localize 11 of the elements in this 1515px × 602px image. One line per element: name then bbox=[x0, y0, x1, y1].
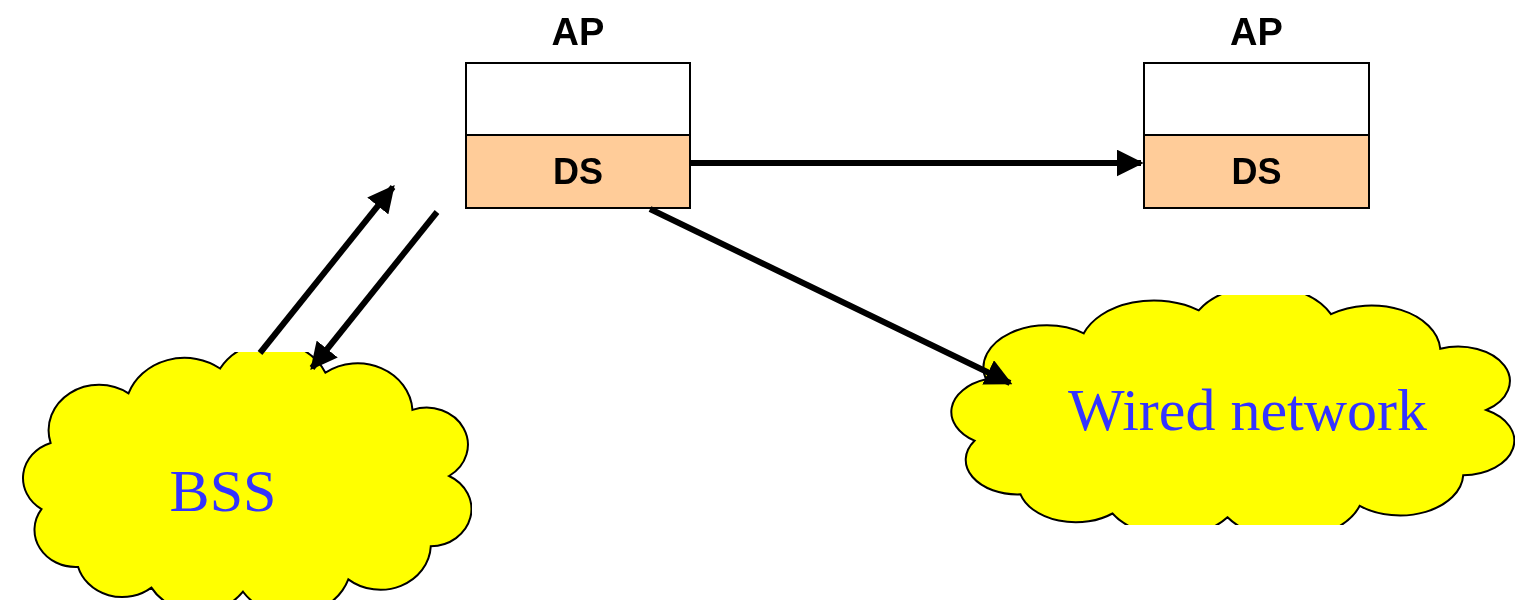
distribution-system-box bbox=[1145, 134, 1368, 207]
arrow bbox=[257, 184, 396, 355]
ds-label: DS bbox=[553, 150, 603, 193]
cloud-label: Wired network bbox=[1067, 375, 1428, 445]
access-point-label: AP bbox=[550, 10, 606, 54]
access-point-label: AP bbox=[1229, 10, 1284, 54]
arrow bbox=[309, 210, 440, 371]
arrow bbox=[691, 149, 1144, 177]
ds-label: DS bbox=[1231, 150, 1282, 193]
distribution-system-box bbox=[467, 134, 689, 207]
cloud-label: BSS bbox=[169, 456, 277, 526]
